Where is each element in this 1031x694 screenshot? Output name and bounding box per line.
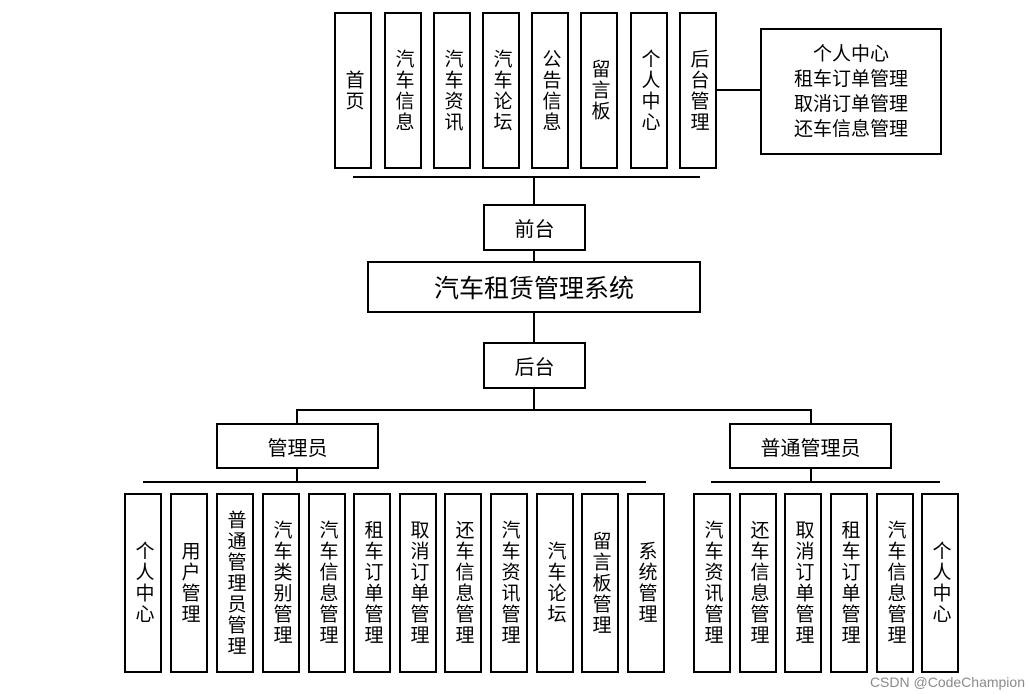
normal-admin-module-return-info-management: 还车信息管理 [739,493,777,673]
connector [810,468,812,482]
front-module-backend-management: 后台管理 [679,12,717,169]
connector [711,481,940,483]
normal-admin-module-rental-order-management: 租车订单管理 [830,493,868,673]
connector [296,409,812,411]
admin-module-car-forum: 汽车论坛 [536,493,574,673]
connector [533,250,535,261]
connector [533,176,535,204]
normal-admin-module-car-news-management: 汽车资讯管理 [693,493,731,673]
admin-module-cancel-order-management: 取消订单管理 [399,493,437,673]
front-module-car-news: 汽车资讯 [433,12,471,169]
front-module-message-board: 留言板 [580,12,618,169]
admin-module-car-category-management: 汽车类别管理 [262,493,300,673]
admin-module-normal-admin-management: 普通管理员管理 [216,493,254,673]
normal-admin-module-car-info-management: 汽车信息管理 [876,493,914,673]
backend-detail-item: 还车信息管理 [793,117,908,140]
backend-detail-item: 个人中心 [812,42,889,65]
connector [353,176,700,178]
backend-detail-item: 取消订单管理 [793,92,908,115]
admin-node: 管理员 [216,423,379,469]
admin-module-return-info-management: 还车信息管理 [444,493,482,673]
normal-admin-module-cancel-order-management: 取消订单管理 [784,493,822,673]
front-module-car-info: 汽车信息 [384,12,422,169]
connector [296,468,298,482]
backend-detail-item: 租车订单管理 [793,67,908,90]
front-node: 前台 [483,204,586,251]
admin-module-system-management: 系统管理 [627,493,665,673]
admin-module-user-management: 用户管理 [170,493,208,673]
back-node: 后台 [483,342,586,389]
connector [810,409,812,423]
connector [296,409,298,423]
watermark: CSDN @CodeChampion [869,674,1025,690]
normal-admin-node: 普通管理员 [729,423,892,469]
front-module-home: 首页 [334,12,372,169]
admin-module-car-info-management: 汽车信息管理 [308,493,346,673]
front-module-personal-center: 个人中心 [630,12,668,169]
front-module-notice: 公告信息 [531,12,569,169]
backend-detail-box: 个人中心 租车订单管理 取消订单管理 还车信息管理 [760,28,942,155]
connector [533,312,535,343]
connector [143,481,646,483]
root-node: 汽车租赁管理系统 [367,261,701,313]
connector [716,89,761,91]
admin-module-personal-center: 个人中心 [124,493,162,673]
front-module-car-forum: 汽车论坛 [482,12,520,169]
normal-admin-module-personal-center: 个人中心 [921,493,959,673]
admin-module-rental-order-management: 租车订单管理 [353,493,391,673]
connector [533,388,535,410]
admin-module-car-news-management: 汽车资讯管理 [490,493,528,673]
admin-module-message-board-management: 留言板管理 [581,493,619,673]
